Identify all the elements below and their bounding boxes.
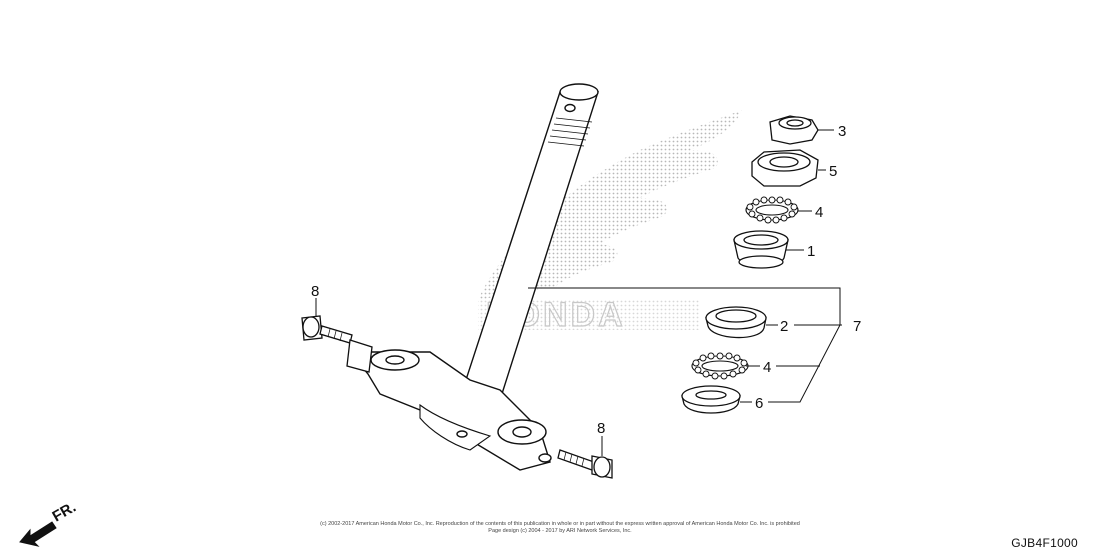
part-adjusting-nut bbox=[751, 149, 819, 187]
callout-1: 1 bbox=[807, 243, 815, 260]
bolt-left bbox=[301, 315, 373, 373]
callout-2: 2 bbox=[780, 318, 788, 335]
callout-4-bottom: 4 bbox=[763, 359, 771, 376]
part-lock-nut bbox=[769, 115, 819, 145]
callout-8-right: 8 bbox=[597, 420, 605, 437]
callout-7: 7 bbox=[853, 318, 861, 335]
bolt-right bbox=[557, 449, 613, 479]
copyright-notice: (c) 2002-2017 American Honda Motor Co., … bbox=[290, 521, 830, 535]
part-ball-bearing-top bbox=[745, 196, 799, 224]
part-upper-ball-race bbox=[705, 306, 767, 339]
front-direction-arrow-icon: FR. bbox=[19, 499, 79, 547]
leader-lines bbox=[315, 129, 842, 456]
callout-8-left: 8 bbox=[311, 283, 319, 300]
copyright-line-2: Page design (c) 2004 - 2017 by ARI Netwo… bbox=[488, 528, 632, 534]
callout-4-top: 4 bbox=[815, 204, 823, 221]
part-ball-bearing-bottom bbox=[691, 352, 749, 380]
steering-stem bbox=[348, 83, 599, 471]
callout-6: 6 bbox=[755, 395, 763, 412]
front-direction-label: FR. bbox=[50, 499, 79, 526]
part-upper-cone-race bbox=[733, 230, 789, 269]
part-lower-ball-race bbox=[681, 385, 741, 414]
callout-3: 3 bbox=[838, 123, 846, 140]
diagram-code: GJB4F1000 bbox=[1011, 536, 1078, 550]
callout-5: 5 bbox=[829, 163, 837, 180]
copyright-line-1: (c) 2002-2017 American Honda Motor Co., … bbox=[320, 521, 800, 527]
